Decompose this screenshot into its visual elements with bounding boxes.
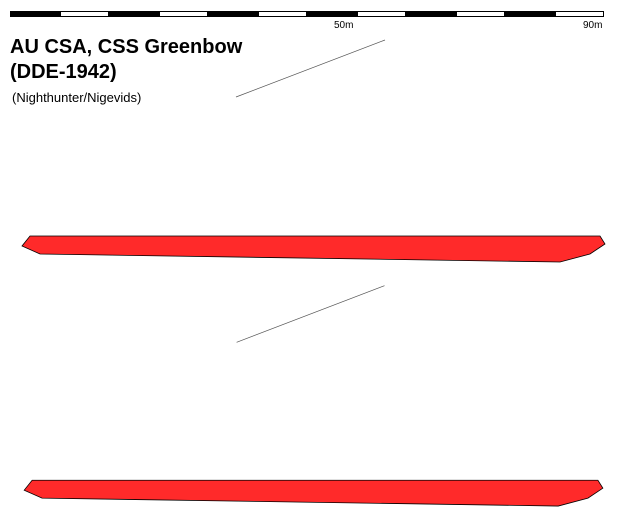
ship-drawing (23, 285, 604, 507)
scale-segment (307, 11, 357, 17)
scale-segment (554, 11, 604, 17)
profile-view-1 (21, 39, 606, 263)
scale-segment (158, 11, 208, 17)
scale-segment (356, 11, 406, 17)
scale-label-50m: 50m (334, 20, 354, 31)
scale-label-90m: 90m (583, 20, 603, 31)
rigging (236, 285, 385, 343)
scale-segment (109, 11, 159, 17)
scale-segment (505, 11, 555, 17)
scale-segment (257, 11, 307, 17)
ship-drawing (21, 39, 606, 263)
scale-segment (406, 11, 456, 17)
scale-segment (208, 11, 258, 17)
profile-view-2 (23, 285, 604, 507)
scale-segment (10, 11, 60, 17)
title-line-2: (DDE-1942) (10, 61, 117, 83)
scale-segment (59, 11, 109, 17)
title-line-1: AU CSA, CSS Greenbow (10, 36, 243, 58)
hull-underwater (23, 479, 604, 507)
scale-segment (455, 11, 505, 17)
rigging (235, 39, 386, 98)
hull-underwater (21, 235, 606, 263)
credit-text: (Nighthunter/Nigevids) (12, 90, 142, 105)
page-title: AU CSA, CSS Greenbow (DDE-1942) (10, 35, 242, 85)
scale-bar (10, 11, 604, 17)
